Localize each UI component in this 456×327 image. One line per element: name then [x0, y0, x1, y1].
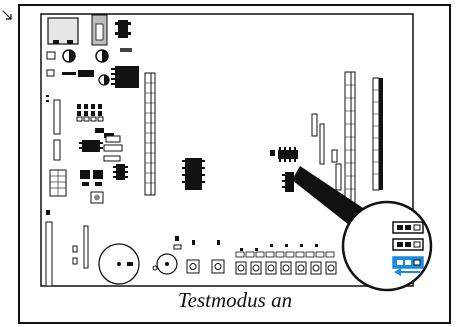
header-strip-right-2 — [372, 77, 380, 191]
header-bottom-mid — [83, 225, 89, 269]
ic-top — [118, 20, 128, 38]
ic-right-small — [285, 172, 294, 192]
ic-right-horizontal — [278, 150, 298, 159]
header-strip-right-1 — [344, 71, 352, 211]
jumper-switch-2 — [392, 238, 424, 251]
ic-small-dip — [116, 164, 125, 180]
ic-middle-left — [82, 140, 100, 152]
ic-regulator — [115, 66, 139, 88]
corner-arrow-icon — [2, 10, 12, 20]
jumper-switch-3-active — [392, 256, 424, 269]
pointer-arrow-icon — [292, 166, 372, 232]
header-strip-left — [144, 72, 152, 196]
header-left-2 — [53, 139, 61, 161]
usb-connector — [47, 17, 79, 45]
figure-caption: Testmodus an — [177, 288, 293, 312]
header-bottom-left — [45, 221, 53, 287]
left-arrow-icon — [394, 268, 420, 276]
button-row — [186, 259, 337, 275]
ic-center — [185, 158, 202, 190]
header-left-1 — [53, 99, 61, 135]
jumper-switch-1 — [392, 221, 424, 234]
